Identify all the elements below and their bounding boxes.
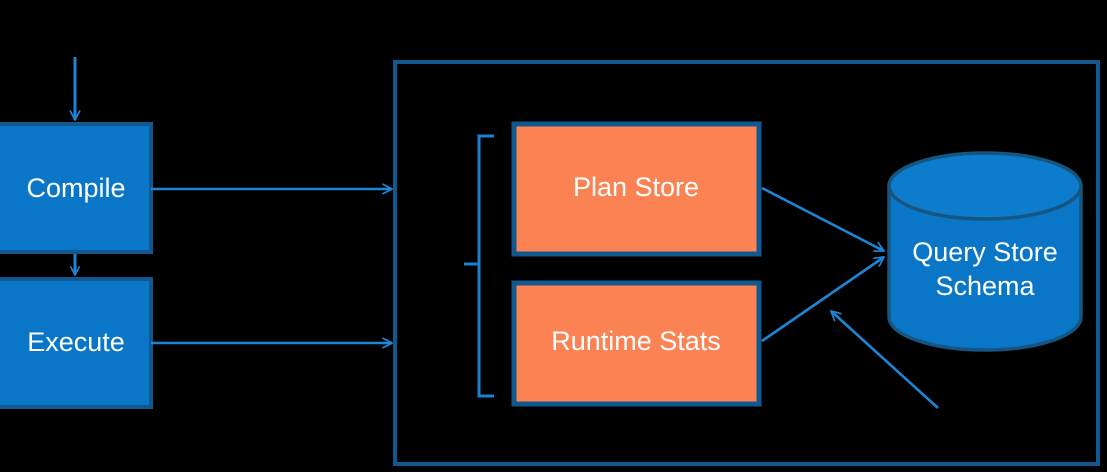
plan-store-box[interactable] [511, 121, 762, 257]
connector-external-to-schema [831, 311, 939, 409]
plan-store-label: Plan Store [573, 172, 699, 202]
runtime-stats-label: Runtime Stats [551, 326, 721, 356]
connector-plan-store-to-schema [761, 186, 884, 253]
query-store-schema-label-line2: Schema [935, 271, 1035, 301]
query-store-container [393, 60, 1100, 466]
cylinder-top-ellipse [887, 151, 1083, 221]
query-store-schema-label-line1: Query Store [912, 237, 1058, 267]
execute-box[interactable] [0, 277, 153, 409]
store-group-bracket [477, 134, 494, 398]
execute-label: Execute [27, 327, 125, 357]
connector-runtime-stats-to-schema [761, 255, 884, 343]
cylinder-body [887, 184, 1083, 352]
runtime-stats-box[interactable] [511, 280, 762, 407]
compile-label: Compile [26, 173, 125, 203]
query-store-schema-cylinder[interactable] [887, 151, 1083, 352]
